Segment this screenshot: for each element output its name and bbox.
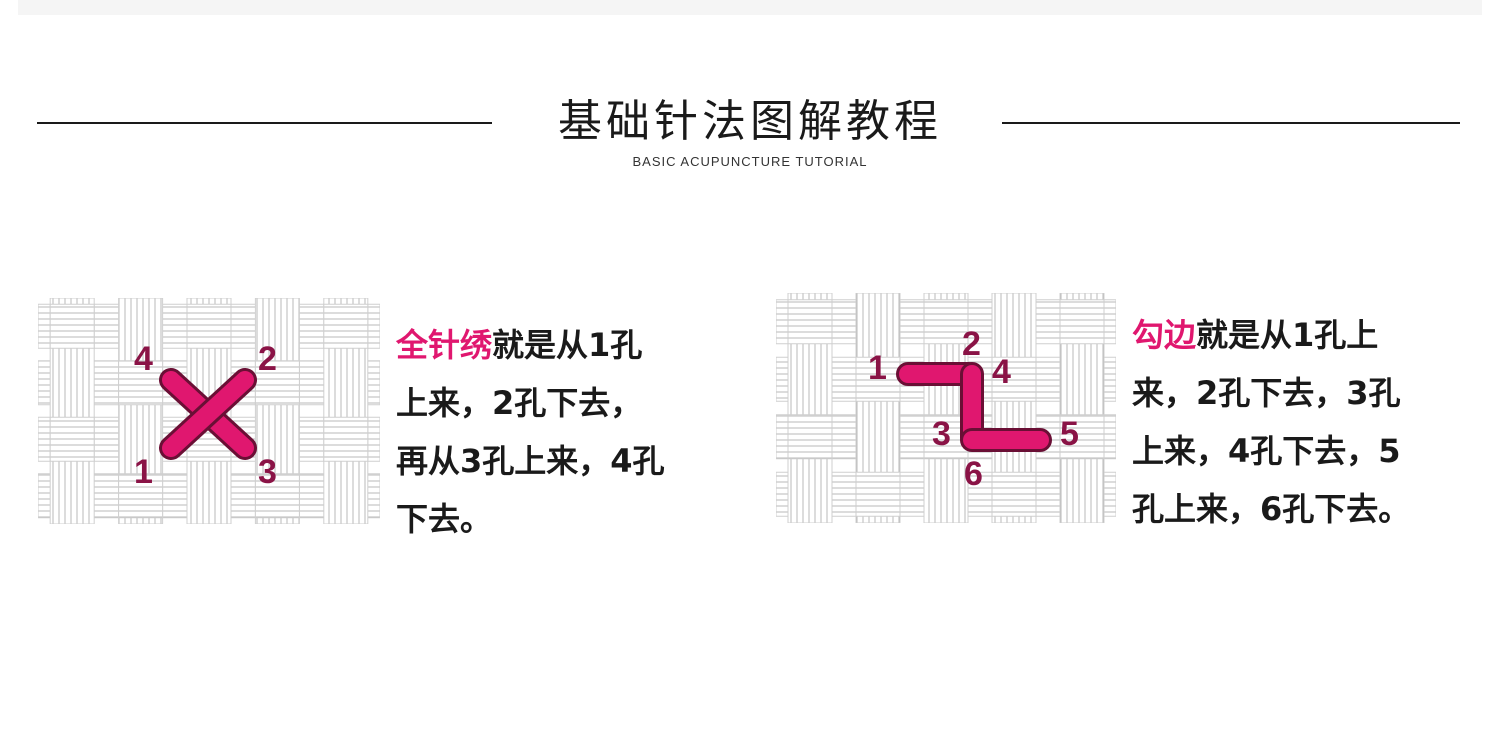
weave-crossing xyxy=(923,299,969,345)
backstitch-diagram: 1 2 4 3 5 6 xyxy=(776,293,1116,523)
stitch xyxy=(162,371,254,457)
desc-line: 再从3孔上来，4孔 xyxy=(396,442,665,480)
weave-crossing xyxy=(254,360,300,406)
weave-crossing xyxy=(787,299,833,345)
hole-label-4: 4 xyxy=(992,353,1011,391)
weave-crossing xyxy=(254,473,300,519)
backstitch-name: 勾边 xyxy=(1132,316,1197,354)
weave-crossing xyxy=(855,356,901,402)
top-bar xyxy=(18,0,1482,15)
weave-crossing xyxy=(49,416,95,462)
hole-label-3: 3 xyxy=(932,415,951,453)
title-rule-left xyxy=(37,122,492,124)
title-rule-right xyxy=(1002,122,1460,124)
desc-line: 就是从1孔 xyxy=(492,326,643,364)
weave-crossing xyxy=(186,303,232,349)
weave-crossing xyxy=(118,473,164,519)
backstitch-description: 勾边就是从1孔上 来，2孔下去，3孔 上来，4孔下去，5 孔上来，6孔下去。 xyxy=(1132,306,1462,538)
hole-label-6: 6 xyxy=(964,455,983,493)
fabric-weave xyxy=(38,298,380,524)
weave-crossing xyxy=(323,416,369,462)
hole-labels: 1 2 4 3 5 6 xyxy=(868,325,1079,493)
hole-label-1: 1 xyxy=(134,453,153,491)
desc-line: 就是从1孔上 xyxy=(1196,316,1379,354)
fabric-weave xyxy=(776,293,1116,523)
weave-crossing xyxy=(855,471,901,517)
hole-label-2: 2 xyxy=(962,325,981,363)
weave-crossing xyxy=(49,303,95,349)
hole-label-3: 3 xyxy=(258,453,277,491)
stitch-marks xyxy=(159,368,257,460)
weave-crossing xyxy=(1059,299,1105,345)
cross-stitch-description: 全针绣就是从1孔 上来，2孔下去， 再从3孔上来，4孔 下去。 xyxy=(396,316,726,548)
weave-crossing xyxy=(323,303,369,349)
hole-labels: 4 2 1 3 xyxy=(134,340,277,491)
desc-line: 上来，4孔下去，5 xyxy=(1132,432,1401,470)
desc-line: 来，2孔下去，3孔 xyxy=(1132,374,1401,412)
weave-crossing xyxy=(1059,414,1105,460)
cross-stitch-diagram: 4 2 1 3 xyxy=(38,298,380,524)
hole-label-4: 4 xyxy=(134,340,153,378)
desc-line: 孔上来，6孔下去。 xyxy=(1132,490,1411,528)
stitch-marks xyxy=(896,362,1052,452)
desc-line: 下去。 xyxy=(396,500,493,538)
hole-label-5: 5 xyxy=(1060,415,1079,453)
cross-stitch-name: 全针绣 xyxy=(396,326,493,364)
hole-label-1: 1 xyxy=(868,349,887,387)
desc-line: 上来，2孔下去， xyxy=(396,384,643,422)
weave-crossing xyxy=(991,471,1037,517)
page-subtitle: BASIC ACUPUNCTURE TUTORIAL xyxy=(632,154,868,169)
weave-crossing xyxy=(787,414,833,460)
weave-crossing xyxy=(991,356,1037,402)
hole-label-2: 2 xyxy=(258,340,277,378)
page-title: 基础针法图解教程 xyxy=(558,96,942,147)
